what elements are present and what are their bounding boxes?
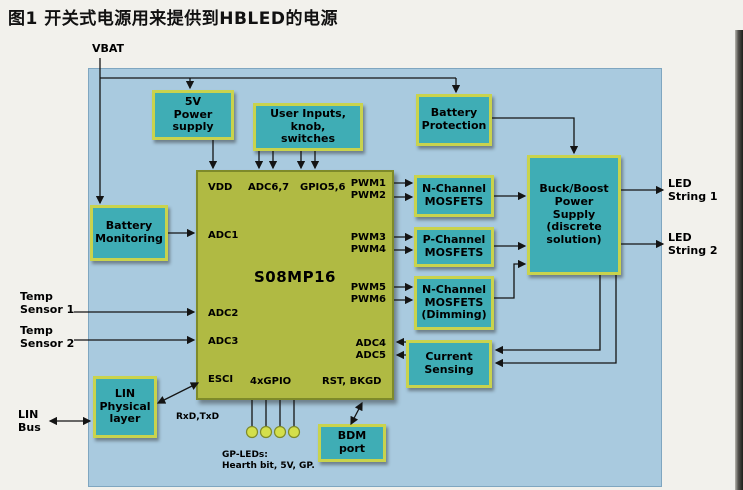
- block-bdm-port: BDM port: [318, 424, 386, 462]
- pin-adc4-adc5: ADC4 ADC5: [355, 338, 386, 361]
- block-battery-monitoring: Battery Monitoring: [90, 205, 168, 261]
- label-vbat: VBAT: [92, 42, 125, 55]
- mcu-part-number: S08MP16: [254, 268, 336, 286]
- scan-edge-artifact: [735, 30, 743, 490]
- block-buck-boost-supply: Buck/Boost Power Supply (discrete soluti…: [527, 155, 621, 275]
- pin-adc6-7: ADC6,7: [248, 182, 290, 193]
- pin-vdd: VDD: [208, 182, 233, 193]
- pin-adc2: ADC2: [208, 308, 239, 319]
- block-battery-protection: Battery Protection: [416, 94, 492, 146]
- pin-esci: ESCI: [208, 374, 234, 385]
- label-led-string-2: LED String 2: [668, 231, 718, 258]
- pin-4xgpio: 4xGPIO: [250, 376, 292, 387]
- block-current-sensing: Current Sensing: [406, 340, 492, 388]
- block-5v-power-supply: 5V Power supply: [152, 90, 234, 140]
- label-temp-sensor-1: Temp Sensor 1: [20, 290, 75, 317]
- block-n-channel-mosfets: N-Channel MOSFETS: [414, 175, 494, 217]
- figure-caption: 图1 开关式电源用来提供到HBLED的电源: [8, 9, 338, 29]
- block-mcu-s08mp16: VDD ADC6,7 GPIO5,6 ADC1 ADC2 ADC3 ESCI 4…: [196, 170, 394, 400]
- block-p-channel-mosfets: P-Channel MOSFETS: [414, 227, 494, 267]
- pin-pwm3-pwm4: PWM3 PWM4: [350, 232, 386, 255]
- block-lin-physical-layer: LIN Physical layer: [93, 376, 157, 438]
- block-n-channel-mosfets-dimming: N-Channel MOSFETS (Dimming): [414, 276, 494, 330]
- pin-rst-bkgd: RST, BKGD: [322, 376, 382, 387]
- block-user-inputs: User Inputs, knob, switches: [253, 103, 363, 151]
- label-led-string-1: LED String 1: [668, 177, 718, 204]
- label-gp-leds: GP-LEDs: Hearth bit, 5V, GP.: [222, 450, 315, 471]
- label-lin-bus: LIN Bus: [18, 408, 41, 435]
- pin-gpio5-6: GPIO5,6: [300, 182, 346, 193]
- pin-pwm1-pwm2: PWM1 PWM2: [350, 178, 386, 201]
- label-temp-sensor-2: Temp Sensor 2: [20, 324, 75, 351]
- pin-adc3: ADC3: [208, 336, 239, 347]
- pin-adc1: ADC1: [208, 230, 239, 241]
- pin-pwm5-pwm6: PWM5 PWM6: [350, 282, 386, 305]
- label-rxd-txd: RxD,TxD: [176, 412, 220, 422]
